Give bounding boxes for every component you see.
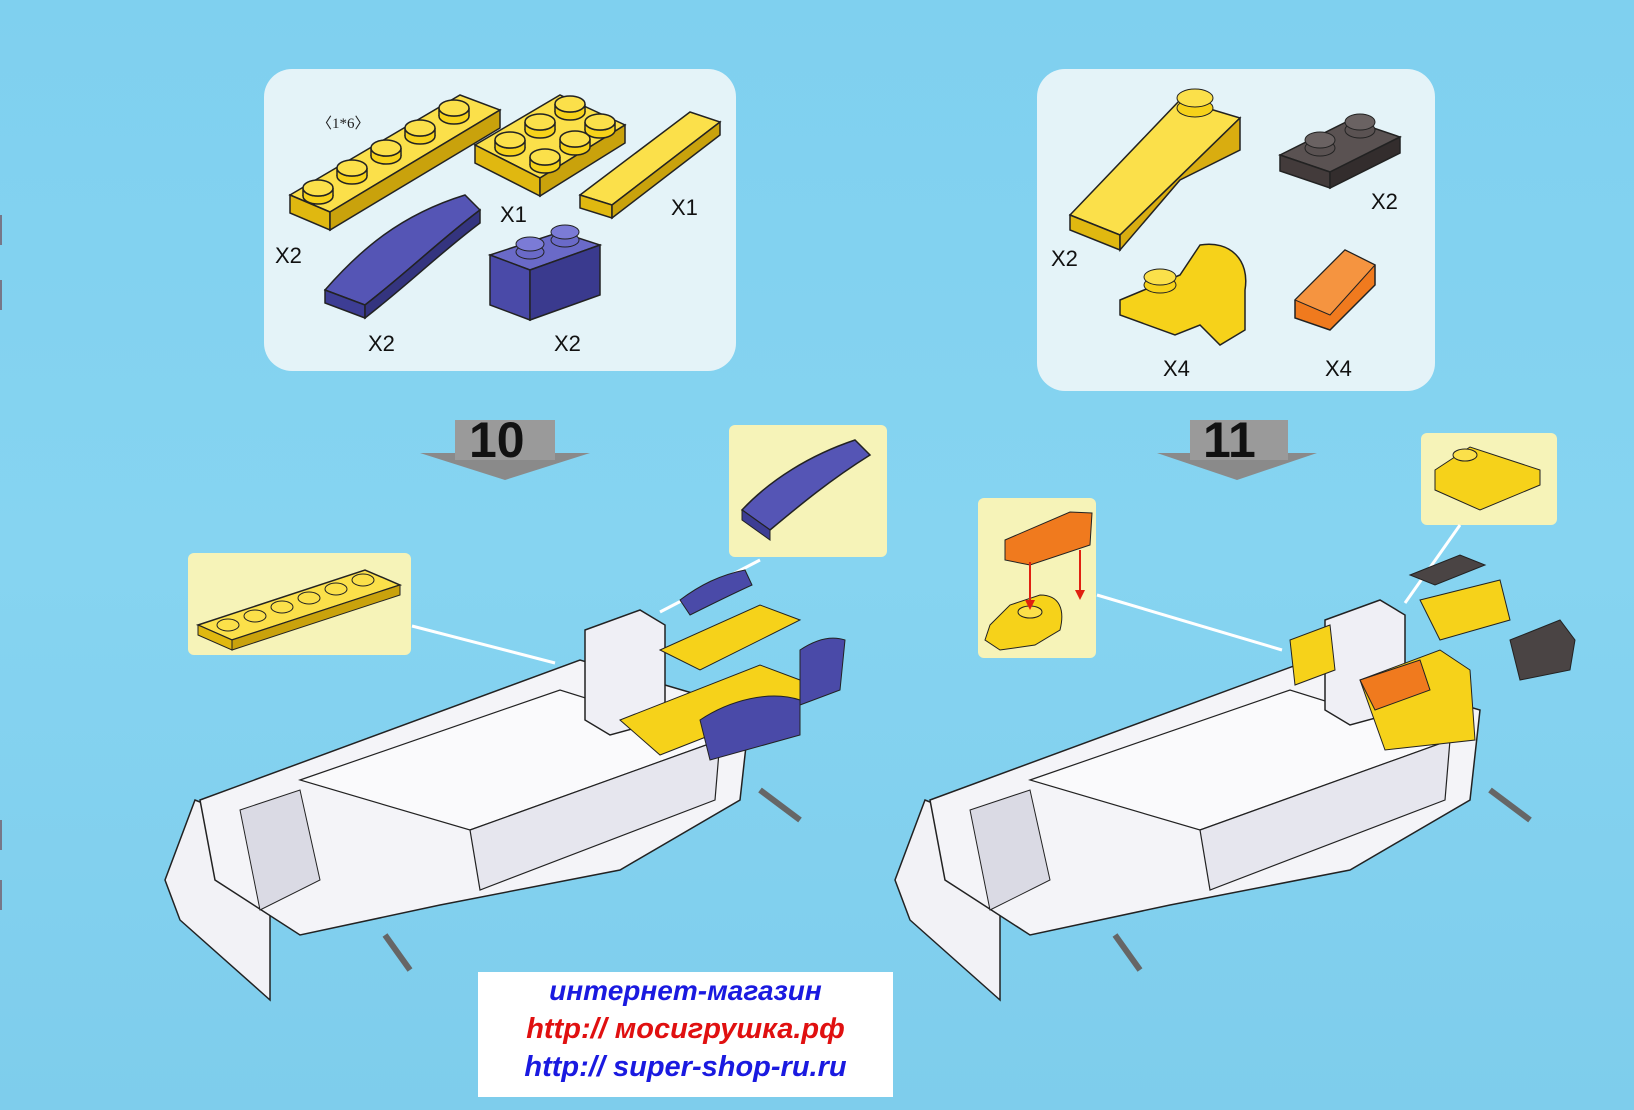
yellow-plate-2x3	[473, 94, 627, 198]
qty-dark-gray-plate: X2	[1371, 189, 1398, 214]
qty-yellow-plate-2x3: X1	[500, 202, 527, 227]
callout-orange-icon	[984, 511, 1093, 651]
ad-link-super-shop[interactable]: http:// super-shop-ru.ru	[524, 1051, 847, 1083]
blue-curved-slope	[323, 194, 482, 320]
step-10-arrow	[420, 420, 590, 480]
pointer-line	[1403, 524, 1462, 604]
qty-blue-curved-slope: X2	[368, 331, 395, 356]
ad-line-shop: интернет-магазин	[549, 975, 822, 1006]
binder-mark	[0, 880, 10, 910]
size-note-1x6: 〈1*6〉	[317, 116, 370, 132]
yellow-plate-1x6	[288, 94, 502, 232]
binder-mark	[0, 215, 10, 245]
ad-link-mosigrushka[interactable]: http:// мосигрушка.рф	[526, 1013, 845, 1045]
car-model-step-11	[894, 554, 1576, 1002]
dark-gray-plate-1x2	[1278, 113, 1402, 190]
step-11-arrow	[1157, 420, 1317, 480]
callout-yellow-slope-icon	[1434, 446, 1541, 511]
qty-orange-slope: X4	[1325, 356, 1352, 381]
orange-slope	[1294, 249, 1376, 331]
qty-blue-brick: X2	[554, 331, 581, 356]
shop-ad-banner: интернет-магазин http:// мосигрушка.рф h…	[478, 972, 893, 1097]
car-model-step-10	[164, 569, 846, 1002]
binder-mark	[0, 280, 10, 310]
blue-brick-1x2	[487, 224, 603, 322]
yellow-long-slope	[1068, 88, 1242, 253]
yellow-curved-brick	[1119, 243, 1247, 346]
qty-yellow-curved-brick: X4	[1163, 356, 1190, 381]
binder-mark	[0, 820, 10, 850]
callout-blue-slope-icon	[740, 439, 872, 541]
step-number-10: 10	[469, 412, 525, 468]
pointer-line	[411, 624, 556, 665]
callout-plate-icon	[195, 569, 403, 651]
qty-yellow-plate-1x6: X2	[275, 243, 302, 268]
pointer-line	[1096, 593, 1283, 652]
qty-yellow-long-slope: X2	[1051, 246, 1078, 271]
qty-yellow-tile: X1	[671, 195, 698, 220]
step-number-11: 11	[1203, 412, 1256, 468]
yellow-tile	[578, 111, 722, 220]
